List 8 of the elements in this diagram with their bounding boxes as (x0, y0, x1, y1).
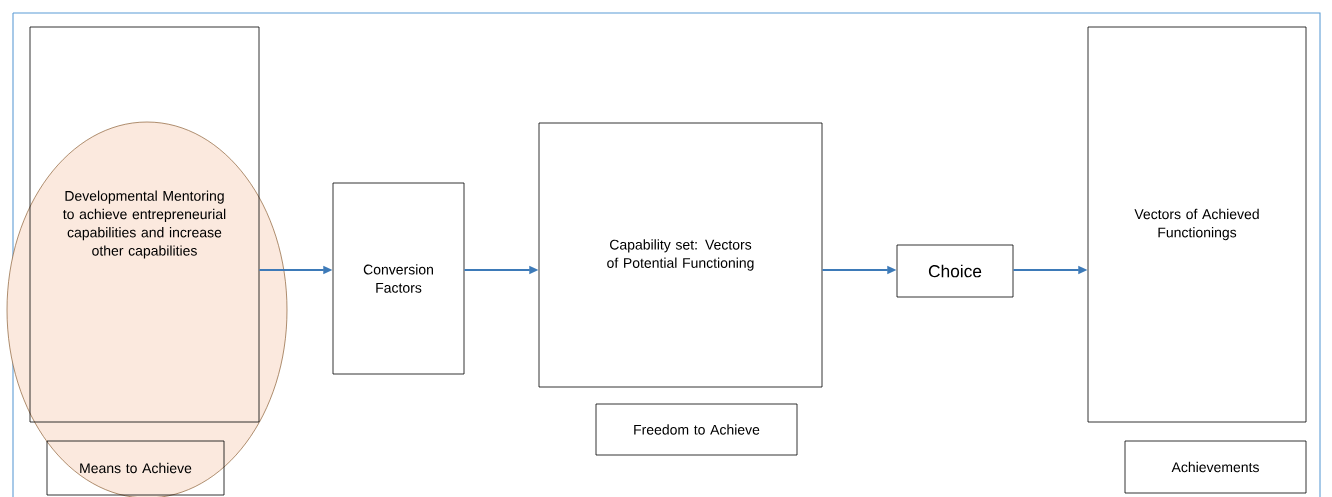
box: Conversion Factors (332, 182, 465, 375)
tall-box: Developmental Mentoring to achieve entrepreneurial capabilities and increase other capabilities (29, 26, 260, 423)
box: Achievements (1124, 440, 1307, 494)
box: Means to Achieve (46, 440, 225, 496)
box: Freedom to Achieve (595, 403, 798, 456)
box: Choice (896, 244, 1014, 298)
box: Capability set: Vectors of Potential Functioning (538, 122, 823, 388)
tall-box: Vectors of Achieved Functionings (1087, 26, 1307, 423)
